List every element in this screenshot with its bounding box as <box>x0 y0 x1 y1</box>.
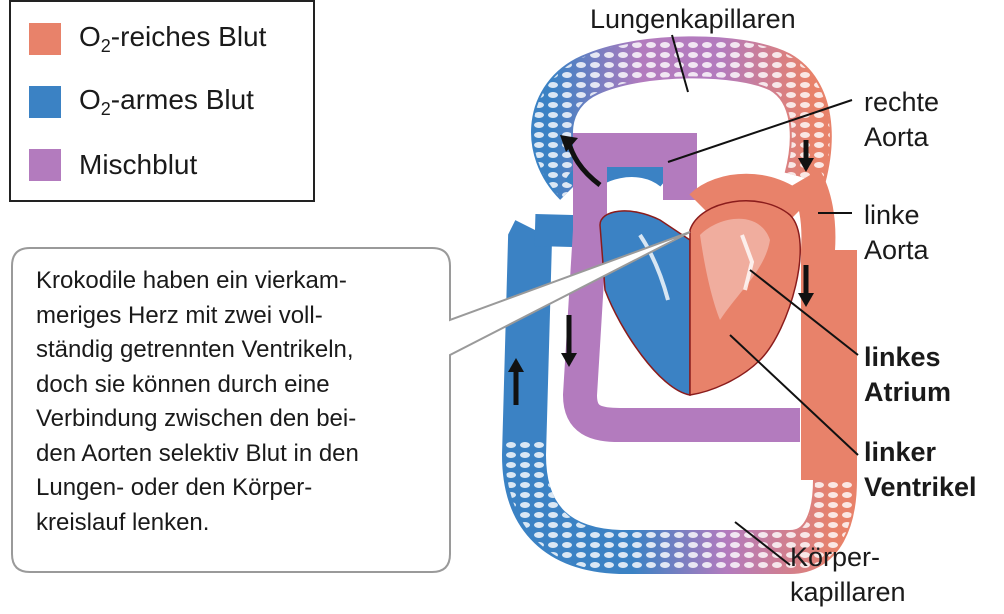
callout-line: den Aorten selektiv Blut in den <box>36 439 359 467</box>
callout-line: Verbindung zwischen den bei- <box>36 405 357 432</box>
flow-arrows <box>508 135 814 405</box>
label-linkes-atrium: linkes Atrium <box>864 340 951 410</box>
callout-text: Krokodile haben ein vierkam- meriges Her… <box>36 264 436 540</box>
leader-lines <box>667 34 859 566</box>
legend-item-oxygen-poor: O2-armes Blut <box>29 82 254 122</box>
label-linke-aorta: linke Aorta <box>864 198 929 268</box>
label-line: kapillaren <box>790 577 906 607</box>
callout-line: Krokodile haben ein vierkam- <box>36 267 347 294</box>
legend-label: Mischblut <box>79 149 198 180</box>
callout-line: doch sie können durch eine <box>36 370 330 398</box>
swatch-mixed <box>29 149 61 181</box>
callout-line: ständig getrennten Ventrikeln, <box>36 336 354 363</box>
label-line: linkes <box>864 342 941 372</box>
callout-line: meriges Herz mit zwei voll- <box>36 301 323 329</box>
label-line: linker <box>864 437 937 467</box>
legend-label: O2-reiches Blut <box>79 21 267 56</box>
heart-left-side <box>689 200 801 396</box>
label-line: Aorta <box>864 122 929 152</box>
label-koerperkapillaren: Körper- kapillaren <box>790 540 906 610</box>
swatch-oxygen-rich <box>29 23 61 55</box>
label-line: linke <box>864 200 920 230</box>
legend-label: O2-armes Blut <box>79 84 254 119</box>
legend-item-mixed: Mischblut <box>29 145 197 185</box>
swatch-oxygen-poor <box>29 86 61 118</box>
label-linker-ventrikel: linker Ventrikel <box>864 435 977 505</box>
label-line: Ventrikel <box>864 472 977 502</box>
legend-item-oxygen-rich: O2-reiches Blut <box>29 19 266 59</box>
legend: O2-reiches Blut O2-armes Blut Mischblut <box>9 0 315 202</box>
callout-line: Lungen- oder den Körper- <box>36 474 313 501</box>
label-line: Körper- <box>790 542 881 572</box>
label-line: Aorta <box>864 235 929 265</box>
label-rechte-aorta: rechte Aorta <box>864 85 939 155</box>
label-lungenkapillaren: Lungenkapillaren <box>590 4 796 34</box>
label-line: Atrium <box>864 377 951 407</box>
callout-balloon <box>11 231 691 573</box>
mixed-blood-path <box>562 133 800 442</box>
label-line: rechte <box>864 87 940 117</box>
left-aorta <box>789 169 836 480</box>
callout-line: kreislauf lenken. <box>36 508 210 536</box>
